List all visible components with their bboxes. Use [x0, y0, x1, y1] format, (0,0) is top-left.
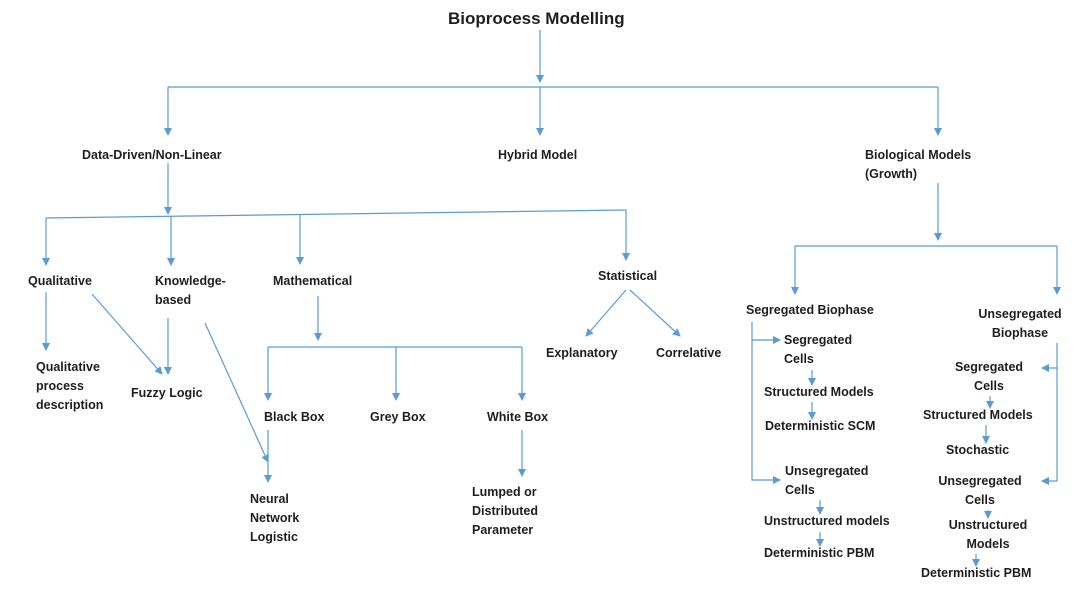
edge-knowledge-to-neural — [204, 322, 269, 463]
node-grey-box: Grey Box — [370, 410, 426, 424]
edge-unseg-biophase-spine — [1041, 343, 1058, 485]
node-stochastic: Stochastic — [946, 443, 1010, 457]
node-structured-models-right: Structured Models — [923, 408, 1033, 422]
node-segregated-biophase: Segregated Biophase — [746, 303, 874, 317]
node-correlative: Correlative — [656, 346, 722, 360]
edge-qualitative-to-fuzzy — [91, 293, 163, 375]
node-qualitative-process: Qualitative process description — [36, 360, 104, 412]
node-biological-models: Biological Models (Growth) — [865, 148, 972, 181]
node-black-box: Black Box — [264, 410, 325, 424]
node-segregated-cells-left: Segregated Cells — [784, 333, 853, 366]
node-unstructured-models-right: Unstructured Models — [948, 518, 1028, 551]
node-unsegregated-cells-right: Unsegregated Cells — [938, 474, 1022, 507]
node-white-box: White Box — [487, 410, 549, 424]
edge-seg-biophase-spine — [751, 322, 781, 484]
node-explanatory: Explanatory — [546, 346, 618, 360]
node-deterministic-scm: Deterministic SCM — [765, 419, 876, 433]
node-fuzzy-logic: Fuzzy Logic — [131, 386, 203, 400]
node-statistical: Statistical — [598, 269, 658, 283]
node-mathematical: Mathematical — [273, 274, 353, 288]
node-segregated-cells-right: Segregated Cells — [954, 360, 1024, 393]
node-unsegregated-biophase: Unsegregated Biophase — [978, 307, 1062, 340]
node-structured-models-left: Structured Models — [764, 385, 874, 399]
edge-statistical-to-correlative — [629, 289, 681, 337]
edge-data-driven-bar — [45, 209, 627, 219]
node-deterministic-pbm-right: Deterministic PBM — [921, 566, 1032, 580]
node-deterministic-pbm-left: Deterministic PBM — [764, 546, 875, 560]
node-knowledge-based: Knowledge- based — [155, 274, 226, 307]
edge-statistical-to-explanatory — [585, 289, 627, 337]
diagram-title: Bioprocess Modelling — [448, 9, 625, 28]
node-lumped-distributed: Lumped or Distributed Parameter — [472, 485, 538, 537]
node-neural-network: Neural Network Logistic — [250, 492, 300, 544]
node-hybrid-model: Hybrid Model — [498, 148, 578, 162]
node-unsegregated-cells-left: Unsegregated Cells — [785, 464, 869, 497]
node-data-driven: Data-Driven/Non-Linear — [82, 148, 222, 162]
node-unstructured-models-left: Unstructured models — [764, 514, 890, 528]
node-qualitative: Qualitative — [28, 274, 92, 288]
